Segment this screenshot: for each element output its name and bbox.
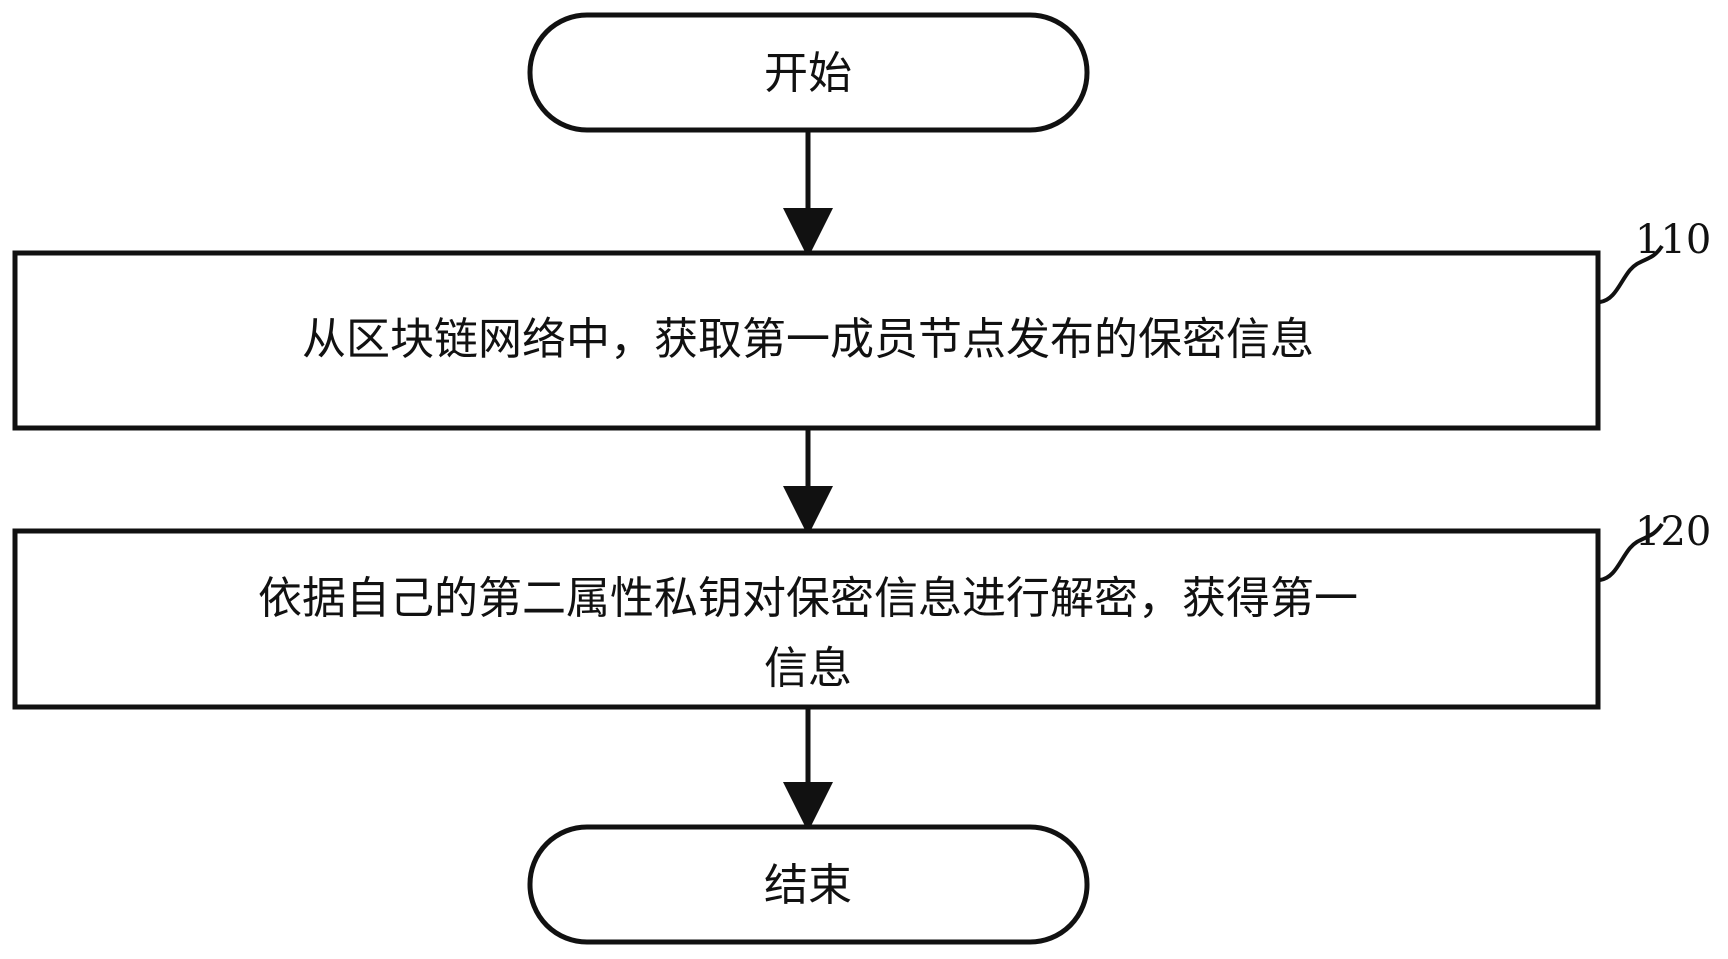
ref-110-label: 110 [1635, 217, 1711, 263]
process-step-110: 从区块链网络中，获取第一成员节点发布的保密信息 [12, 250, 1601, 431]
step-110-label: 从区块链网络中，获取第一成员节点发布的保密信息 [302, 314, 1314, 365]
end-label: 结束 [764, 860, 852, 911]
step-120-line2: 信息 [764, 643, 852, 694]
start-node: 开始 [527, 12, 1090, 133]
process-step-120: 依据自己的第二属性私钥对保密信息进行解密，获得第一 信息 [12, 528, 1601, 710]
end-node: 结束 [527, 824, 1090, 945]
ref-120-label: 120 [1635, 509, 1711, 555]
start-label: 开始 [764, 48, 852, 99]
ref-120-leader [1599, 522, 1664, 582]
step-120-line1: 依据自己的第二属性私钥对保密信息进行解密，获得第一 [258, 573, 1358, 624]
ref-110-leader [1599, 244, 1664, 304]
